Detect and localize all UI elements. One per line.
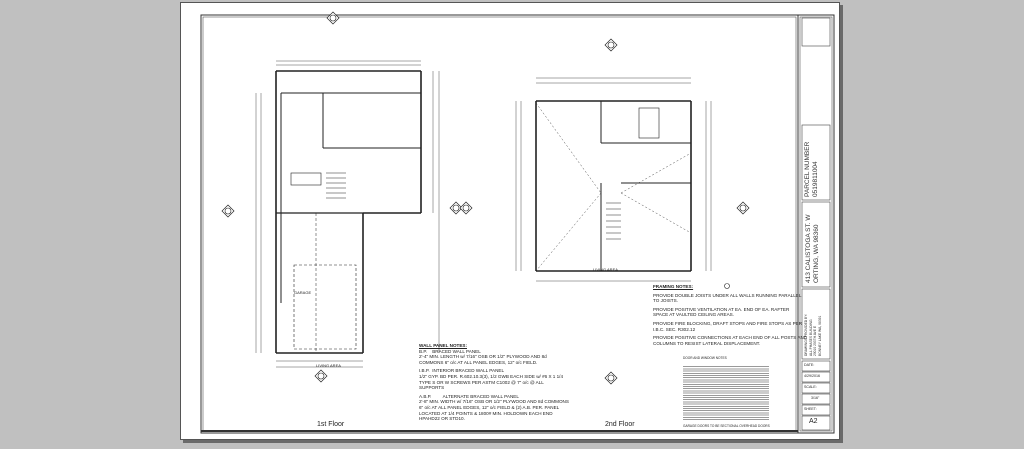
second-floor-living-label: LIVING AREA <box>593 267 618 272</box>
ridge-line <box>535 102 602 194</box>
section-marker <box>221 204 235 218</box>
wall-panel-notes-heading: WALL PANEL NOTES: <box>419 343 467 348</box>
wall-panel-notes: WALL PANEL NOTES: B.P. BRACED WALL PANEL… <box>419 343 569 422</box>
second-floor-title: 2nd Floor <box>605 421 635 428</box>
section-marker-circle <box>317 372 325 380</box>
framing-note: PROVIDE POSITIVE VENTILATION AT EA. END … <box>653 306 790 318</box>
section-marker-circle <box>452 204 460 212</box>
scale-value: 3/16" <box>811 396 820 400</box>
kitchen-counter <box>290 172 322 186</box>
section-marker-circle <box>329 14 337 22</box>
provider-line: DRAWINGS PROVIDED BY: <box>804 313 808 356</box>
date-label: DATE: <box>804 363 815 367</box>
section-marker <box>604 371 618 385</box>
framing-note: PROVIDE POSITIVE CONNECTIONS AT EACH END… <box>653 335 808 346</box>
framing-note: PROVIDE DOUBLE JOISTS UNDER ALL WALLS RU… <box>653 292 802 304</box>
address-line-1: 413 CALISTOGA ST. W <box>805 214 812 283</box>
parcel-block: PARCEL NUMBER 0519811004 <box>804 142 819 197</box>
ridge-line <box>620 152 692 194</box>
first-floor-title: 1st Floor <box>317 421 345 428</box>
north-symbol <box>724 283 730 289</box>
section-marker-circle <box>739 204 747 212</box>
door-notes-text-block <box>683 365 769 421</box>
parcel-label: PARCEL NUMBER <box>804 141 811 197</box>
address-line-2: ORTING, WA 98360 <box>812 224 820 283</box>
garage-door-outline <box>293 264 357 350</box>
ridge-line <box>620 192 692 234</box>
bathroom-fixture <box>638 107 660 139</box>
section-marker <box>736 201 750 215</box>
framing-note: PROVIDE FIRE BLOCKING, DRAFT STOPS AND F… <box>653 320 803 332</box>
wall-panel-note: A.B.P. ALTERNATE BRACED WALL PANEL 2'-8"… <box>419 393 569 422</box>
garage-label: GARAGE <box>294 290 312 295</box>
first-floor-living-label: LIVING AREA <box>316 363 341 368</box>
door-window-notes: DOOR AND WINDOW NOTES GARAGE DOORS TO BE… <box>683 356 783 429</box>
address-block: 413 CALISTOGA ST. W ORTING, WA 98360 <box>805 214 820 283</box>
section-marker <box>326 11 340 25</box>
door-notes-last-line: GARAGE DOORS TO BE SECTIONAL OVERHEAD DO… <box>683 424 770 428</box>
plan-drawing <box>200 11 835 434</box>
door-notes-heading: DOOR AND WINDOW NOTES <box>683 356 727 360</box>
provider-line: BONNEY LAKE WA, 98391 <box>817 315 822 356</box>
section-marker <box>459 201 473 215</box>
section-marker <box>449 201 463 215</box>
section-marker-circle <box>224 207 232 215</box>
parcel-number: 0519811004 <box>811 161 819 197</box>
sheet-value: A2 <box>809 418 818 425</box>
section-marker <box>314 369 328 383</box>
section-marker-circle <box>607 41 615 49</box>
provider-block: DRAWINGS PROVIDED BY: ALL PHASES BUILDIN… <box>804 314 822 356</box>
framing-notes-heading: FRAMING NOTES: <box>653 284 694 289</box>
section-marker-circle <box>462 204 470 212</box>
section-marker-circle <box>607 374 615 382</box>
scale-label: SCALE: <box>804 385 817 389</box>
wall-panel-note: I.B.P. INTERIOR BRACED WALL PANEL 1/2" G… <box>419 368 564 391</box>
wall-panel-note: B.P. BRACED WALL PANEL 2'-4" MIN. LENGTH… <box>419 348 547 365</box>
drawing-sheet: 1st Floor 2nd Floor GARAGE LIVING AREA L… <box>180 2 840 440</box>
date-value: 4/29/2016 <box>804 374 820 378</box>
ridge-line <box>535 192 602 272</box>
sheet-label: SHEET: <box>804 407 817 411</box>
framing-notes: FRAMING NOTES: PROVIDE DOUBLE JOISTS UND… <box>653 284 807 346</box>
section-marker <box>604 38 618 52</box>
